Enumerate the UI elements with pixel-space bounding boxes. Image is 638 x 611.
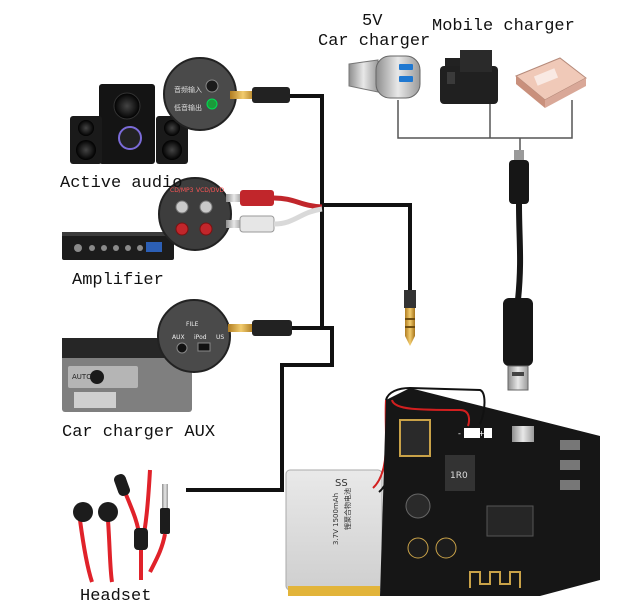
amplifier-icon xyxy=(62,232,174,260)
board-pin-plus: + xyxy=(478,429,485,438)
signal-wires xyxy=(186,94,412,492)
car-charger-label: Car charger xyxy=(318,32,431,51)
aux-panel-usb-label: US xyxy=(216,334,224,341)
amplifier-label: Amplifier xyxy=(72,271,164,290)
aux-port-panel-icon xyxy=(157,299,231,373)
audio-panel-text-1: 音频输入 xyxy=(174,85,202,94)
amp-channel-2-label: VCD/DVD xyxy=(196,187,225,194)
headset-icon xyxy=(73,469,170,583)
car-display-text: AUTO xyxy=(72,373,92,381)
board-lead-black xyxy=(385,386,486,425)
amp-channel-1-label: CD/MP3 xyxy=(170,187,194,194)
car-charger-aux-label: Car charger AUX xyxy=(62,423,216,442)
battery-text-2: 3.7V 1500mAh xyxy=(332,493,340,545)
mobile-charger-icon xyxy=(440,50,498,104)
aux-jack-car-icon xyxy=(228,320,292,336)
active-audio-label: Active audio xyxy=(60,174,183,193)
battery-text-1: 锂聚合物电池 xyxy=(343,488,352,530)
mobile-charger-label: Mobile charger xyxy=(432,17,575,36)
power-bank-icon xyxy=(515,57,587,108)
bluetooth-board-icon xyxy=(380,388,600,596)
headset-label: Headset xyxy=(80,587,152,606)
aux-panel-file-label: FILE xyxy=(186,321,199,328)
car-stereo-icon xyxy=(62,338,192,412)
board-chip-label: 1R0 xyxy=(450,471,468,481)
rca-input-panel-icon xyxy=(158,177,232,251)
rca-plugs-icon xyxy=(226,190,323,233)
aux-panel-aux-label: AUX xyxy=(172,334,185,341)
board-lead-red xyxy=(391,399,470,427)
board-pin-minus: - xyxy=(458,429,461,438)
usb-cable-icon xyxy=(503,150,533,391)
vertical-audio-jack-icon xyxy=(404,290,416,346)
audio-input-panel-icon xyxy=(163,57,237,131)
lipo-battery-icon xyxy=(285,399,395,596)
aux-panel-ipod-label: iPod xyxy=(194,334,207,341)
audio-panel-text-2: 低音输出 xyxy=(174,103,202,112)
aux-jack-top-icon xyxy=(230,87,290,103)
car-charger-icon xyxy=(348,55,421,99)
car-charger-voltage-label: 5V xyxy=(362,12,383,31)
active-audio-speakers-icon xyxy=(70,84,188,164)
battery-text-3: SS xyxy=(335,478,348,489)
